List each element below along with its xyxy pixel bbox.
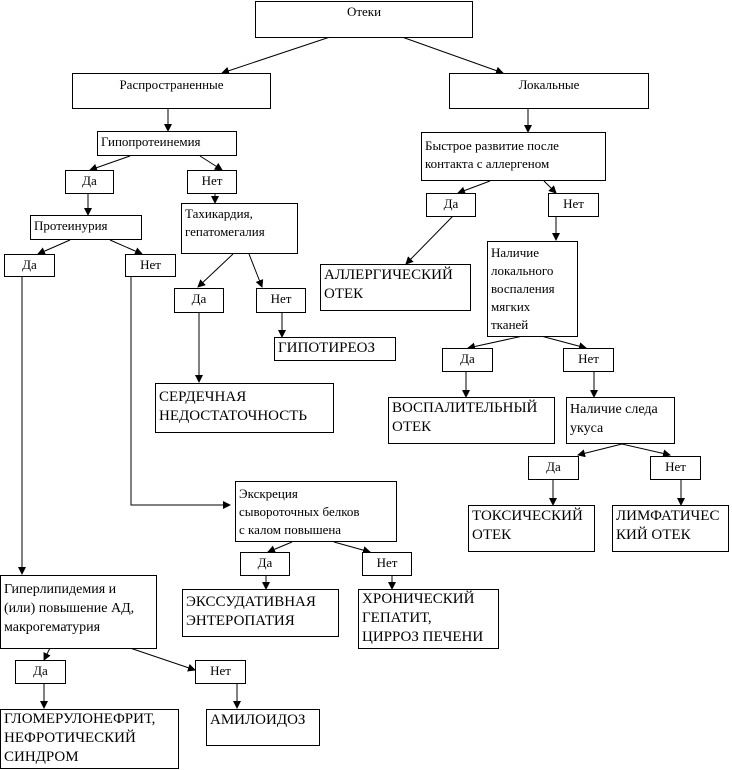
node-excr-yes: Да: [240, 552, 290, 576]
node-hypothyroidism: ГИПОТИРЕОЗ: [274, 337, 396, 361]
arrow-rapid-no: [543, 180, 557, 194]
arrow-edema-local: [401, 36, 504, 75]
arrow-protno-excretion: [130, 276, 231, 509]
node-rapid-no: Нет: [548, 193, 599, 217]
arrow-hypo-yes: [89, 155, 131, 172]
node-toxic: ТОКСИЧЕСКИЙ ОТЕК: [468, 505, 595, 552]
node-proteinuria: Протеинурия: [30, 215, 142, 240]
node-inflammation: Наличие локального воспаления мягких тка…: [487, 241, 578, 337]
node-exudative: ЭКССУДАТИВНАЯ ЭНТЕРОПАТИЯ: [182, 589, 339, 637]
node-chronic-hepatitis: ХРОНИЧЕСКИЙ ГЕПАТИТ, ЦИРРОЗ ПЕЧЕНИ: [358, 589, 499, 649]
arrow-hyper-no: [129, 647, 196, 672]
node-hyper-yes: Да: [15, 660, 66, 684]
arrow-infl-yes: [467, 335, 524, 351]
node-prot-no: Нет: [125, 254, 176, 277]
node-hypo-yes: Да: [65, 170, 114, 194]
arrow-tachy-yes: [197, 253, 234, 288]
arrow-infl-no: [540, 335, 587, 351]
node-lymphatic: ЛИМФАТИЧЕС КИЙ ОТЕК: [612, 505, 729, 552]
arrow-excr-no: [333, 541, 371, 554]
node-excretion: Экскреция сывороточных белков с калом по…: [235, 481, 397, 542]
arrow-prot-yes: [37, 239, 71, 255]
arrow-bite-yes: [577, 443, 623, 458]
node-prot-yes: Да: [4, 254, 55, 277]
arrow-excr-yes: [267, 541, 293, 553]
node-tachy-yes: Да: [174, 288, 224, 313]
node-glomerulonephritis: ГЛОМЕРУЛОНЕФРИТ, НЕФРОТИЧЕСКИЙ СИНДРОМ: [0, 709, 179, 769]
node-tachy-no: Нет: [256, 288, 306, 313]
arrow-prot-no: [109, 239, 143, 255]
node-excr-no: Нет: [362, 552, 412, 576]
node-hyperlipidemia: Гиперлипидемия и (или) повышение АД, мак…: [0, 575, 157, 649]
node-allergic: АЛЛЕРГИЧЕСКИЙ ОТЕК: [320, 264, 471, 311]
node-tachycardia: Тахикардия, гепатомегалия: [181, 203, 298, 254]
arrow-bite-no: [621, 443, 671, 458]
node-bite: Наличие следа укуса: [566, 397, 675, 444]
node-bite-yes: Да: [528, 456, 579, 480]
node-hypoproteinemia: Гипопротеинемия: [97, 131, 237, 156]
node-local: Локальные: [449, 73, 649, 109]
node-infl-no: Нет: [563, 348, 614, 372]
node-infl-yes: Да: [442, 348, 493, 372]
arrow-rapid-yes: [457, 180, 491, 195]
arrow-edema-widespread: [221, 36, 331, 75]
node-hyper-no: Нет: [195, 660, 246, 684]
node-heart-failure: СЕРДЕЧНАЯ НЕДОСТАТОЧНОСТЬ: [155, 383, 334, 433]
node-edema: Отеки: [255, 1, 473, 38]
node-hypo-no: Нет: [187, 170, 237, 194]
arrow-rapidyes-allergic: [405, 215, 454, 265]
arrow-hyper-yes: [43, 647, 51, 661]
node-rapid-yes: Да: [426, 193, 476, 217]
node-inflammatory: ВОСПАЛИТЕЛЬНЫЙ ОТЕК: [388, 397, 555, 444]
node-rapid: Быстрое развитие после контакта с аллерг…: [421, 132, 606, 181]
node-widespread: Распространенные: [72, 73, 271, 109]
arrow-hypo-no: [199, 155, 223, 171]
node-amyloidosis: АМИЛОИДОЗ: [206, 709, 320, 746]
arrow-tachy-no: [248, 253, 264, 288]
node-bite-no: Нет: [650, 456, 701, 480]
